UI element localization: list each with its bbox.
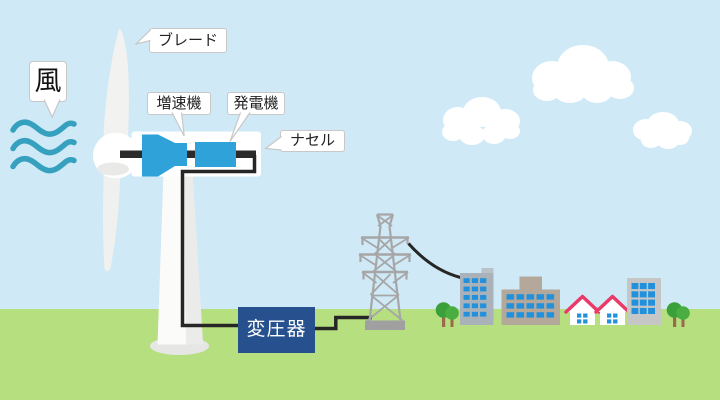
gearbox-unit: [142, 134, 187, 177]
generator-label: 発電機: [227, 92, 285, 115]
office-building-1: [460, 268, 494, 325]
nacelle-label: ナセル: [280, 130, 345, 152]
drive-shaft: [120, 150, 256, 158]
office-building-3: [627, 278, 661, 325]
wind-label: 風: [29, 61, 67, 102]
office-building-2: [501, 276, 560, 325]
rotor-hub-shade: [97, 162, 129, 176]
gearbox-label: 増速機: [147, 92, 211, 115]
blade-label: ブレード: [149, 28, 227, 53]
cloud-large: [532, 45, 634, 103]
turbine-blade-upper: [103, 28, 129, 160]
house-2: [594, 294, 631, 325]
cloud-small: [633, 112, 692, 149]
wind-waves-icon: [10, 119, 77, 174]
turbine-blade-lower: [102, 166, 121, 272]
turbine-tower-shade: [184, 172, 203, 345]
turbine-power-cable: [180, 155, 257, 328]
cloud-medium: [442, 97, 520, 145]
tree-pair-right: [666, 302, 690, 327]
tree-pair-left: [435, 302, 459, 327]
transformer-cable: [314, 315, 372, 331]
house-1: [564, 294, 601, 325]
generator-unit: [195, 142, 236, 167]
transformer-label: 変圧器: [238, 307, 315, 353]
wind-turbine: [93, 28, 261, 355]
powerline-cable: [407, 242, 461, 279]
transmission-tower: [358, 213, 412, 330]
